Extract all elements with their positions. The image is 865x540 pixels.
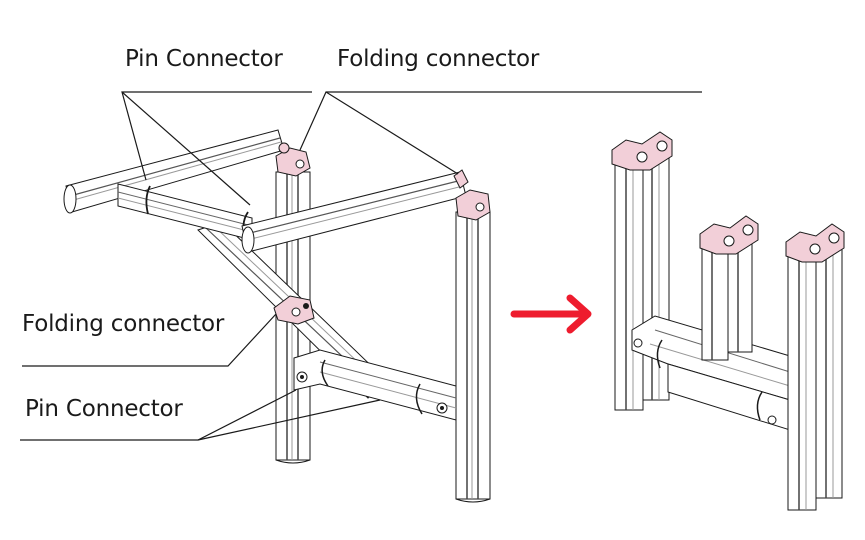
label-top-folding-connector: Folding connector [337, 46, 540, 72]
label-mid-folding-connector: Folding connector [22, 311, 225, 337]
leader-top-folding [299, 91, 702, 151]
label-bottom-pin-connector: Pin Connector [25, 396, 183, 422]
front-post [455, 211, 491, 503]
folded-left-posts [611, 131, 673, 411]
folding-connector-front-top [453, 169, 491, 221]
leader-lines [20, 91, 702, 441]
folding-connector-rear-top [275, 142, 311, 177]
label-top-pin-connector: Pin Connector [125, 46, 283, 72]
folding-connector-middle [273, 295, 315, 325]
fold-arrow-icon [510, 294, 592, 334]
unfolded-frame [63, 129, 491, 503]
folded-frame [611, 131, 845, 511]
folded-middle-posts [699, 215, 759, 361]
upper-crossbar [117, 183, 253, 241]
folded-right-posts [785, 223, 845, 511]
leader-mid-folding [22, 313, 277, 367]
lower-bar [293, 349, 457, 421]
